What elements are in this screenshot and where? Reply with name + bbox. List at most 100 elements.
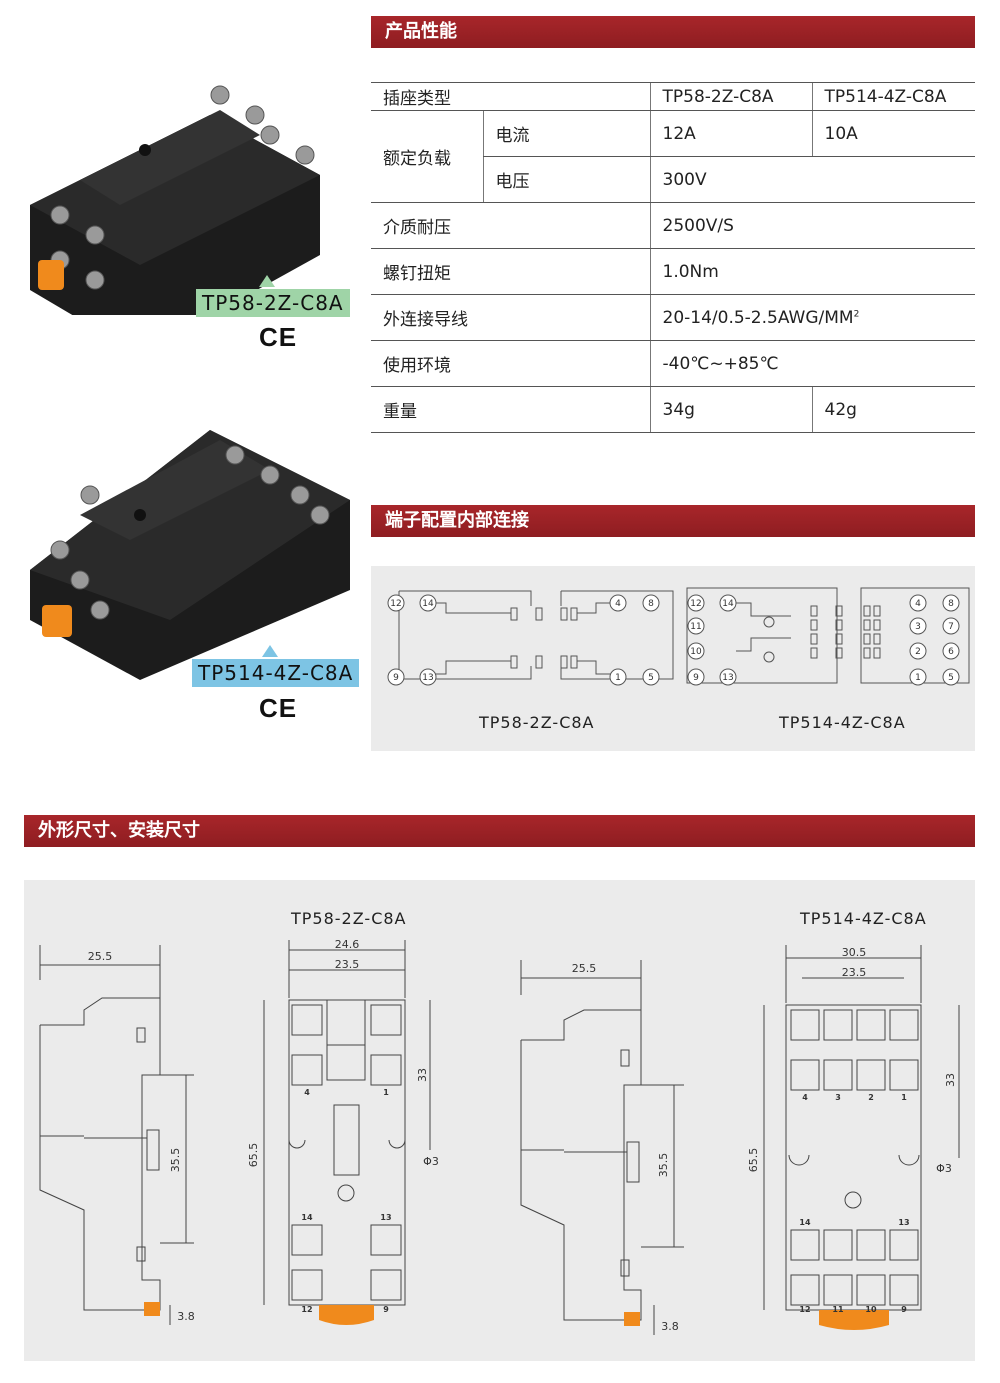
weight-b: 42g bbox=[811, 386, 975, 433]
pin-b-12: 12 bbox=[690, 599, 701, 609]
pin-a-1: 1 bbox=[615, 673, 621, 683]
wiring-diagrams: 12 14 4 8 9 13 1 5 12 14 11 10 9 13 4 8 … bbox=[387, 587, 970, 686]
pin-a-14: 14 bbox=[422, 599, 434, 609]
term-a-14: 14 bbox=[301, 1213, 313, 1222]
model-tag-a: TP58-2Z-C8A bbox=[196, 289, 350, 317]
pin-b-3: 3 bbox=[915, 622, 921, 632]
dim-b-side-height: 35.5 bbox=[657, 1153, 670, 1178]
dielectric-label: 介质耐压 bbox=[371, 202, 650, 249]
spec-table: 插座类型 TP58-2Z-C8A TP514-4Z-C8A 额定负载 电流 12… bbox=[371, 82, 975, 433]
product-image-tp514 bbox=[30, 430, 350, 680]
term-b-11: 11 bbox=[832, 1305, 844, 1314]
weight-a: 34g bbox=[649, 386, 812, 433]
tag-a-pointer bbox=[259, 275, 275, 287]
dimension-drawings: 25.5 35.5 3.8 24.6 23.5 65.5 33 Φ3 25.5 … bbox=[39, 938, 960, 1335]
dim-b-height: 65.5 bbox=[747, 1148, 760, 1173]
dim-a-outer: 24.6 bbox=[335, 938, 360, 951]
dim-a-side-width: 25.5 bbox=[88, 950, 113, 963]
current-b: 10A bbox=[811, 110, 975, 157]
pin-a-5: 5 bbox=[648, 673, 654, 683]
term-b-9: 9 bbox=[901, 1305, 907, 1314]
spec-row-dielectric: 介质耐压 2500V/S bbox=[371, 202, 975, 249]
wiring-panel: 12 14 4 8 9 13 1 5 12 14 11 10 9 13 4 8 … bbox=[371, 566, 975, 751]
weight-label: 重量 bbox=[371, 386, 650, 433]
env-value: -40℃~+85℃ bbox=[649, 340, 975, 387]
spec-row-env: 使用环境 -40℃~+85℃ bbox=[371, 340, 975, 387]
pin-b-13: 13 bbox=[722, 673, 733, 683]
spec-header-row: 插座类型 TP58-2Z-C8A TP514-4Z-C8A bbox=[371, 82, 975, 111]
spec-row-weight: 重量 34g 42g bbox=[371, 386, 975, 433]
dim-title-b: TP514-4Z-C8A bbox=[800, 909, 927, 928]
dim-a-rail: 3.8 bbox=[177, 1310, 195, 1323]
dim-b-span: 33 bbox=[944, 1073, 957, 1087]
pin-b-7: 7 bbox=[948, 622, 954, 632]
pin-b-4: 4 bbox=[915, 599, 921, 609]
term-b-4: 4 bbox=[802, 1093, 808, 1102]
pin-b-9: 9 bbox=[693, 673, 699, 683]
dim-a-inner: 23.5 bbox=[335, 958, 360, 971]
wire-sup: 2 bbox=[853, 308, 860, 319]
header-model-b: TP514-4Z-C8A bbox=[811, 82, 975, 111]
dim-b-outer: 30.5 bbox=[842, 946, 867, 959]
voltage-label: 电压 bbox=[482, 156, 650, 203]
wire-value: 20-14/0.5-2.5AWG/MM bbox=[662, 307, 854, 328]
env-label: 使用环境 bbox=[371, 340, 650, 387]
wiring-label-b: TP514-4Z-C8A bbox=[779, 713, 906, 732]
term-b-12: 12 bbox=[799, 1305, 810, 1314]
pin-b-8: 8 bbox=[948, 599, 954, 609]
dim-b-rail: 3.8 bbox=[661, 1320, 679, 1333]
dim-a-height: 65.5 bbox=[247, 1143, 260, 1168]
current-label: 电流 bbox=[482, 110, 650, 157]
pin-b-11: 11 bbox=[690, 622, 701, 632]
section-terminal: 端子配置内部连接 bbox=[371, 505, 975, 537]
pin-b-14: 14 bbox=[722, 599, 734, 609]
wire-label: 外连接导线 bbox=[371, 294, 650, 341]
header-model-a: TP58-2Z-C8A bbox=[649, 82, 812, 111]
term-b-1: 1 bbox=[901, 1093, 907, 1102]
term-b-3: 3 bbox=[835, 1093, 841, 1102]
term-b-14: 14 bbox=[799, 1218, 811, 1227]
term-b-2: 2 bbox=[868, 1093, 874, 1102]
pin-b-6: 6 bbox=[948, 647, 954, 657]
dim-a-side-height: 35.5 bbox=[169, 1148, 182, 1173]
pin-a-4: 4 bbox=[615, 599, 621, 609]
section-dimensions: 外形尺寸、安装尺寸 bbox=[24, 815, 975, 847]
pin-a-12: 12 bbox=[390, 599, 401, 609]
voltage-value: 300V bbox=[649, 156, 975, 203]
current-a: 12A bbox=[649, 110, 812, 157]
dim-title-a: TP58-2Z-C8A bbox=[291, 909, 407, 928]
spec-row-current: 额定负载 电流 12A 10A bbox=[371, 110, 975, 203]
term-a-12: 12 bbox=[301, 1305, 312, 1314]
pin-b-1: 1 bbox=[915, 673, 921, 683]
torque-value: 1.0Nm bbox=[649, 248, 975, 295]
term-a-13: 13 bbox=[380, 1213, 391, 1222]
pin-b-5: 5 bbox=[948, 673, 954, 683]
torque-label: 螺钉扭矩 bbox=[371, 248, 650, 295]
pin-b-2: 2 bbox=[915, 647, 921, 657]
section-performance: 产品性能 bbox=[371, 16, 975, 48]
header-socket-type: 插座类型 bbox=[371, 82, 650, 111]
pin-a-8: 8 bbox=[648, 599, 654, 609]
spec-row-voltage: 电压 300V bbox=[371, 156, 975, 203]
dim-b-inner: 23.5 bbox=[842, 966, 867, 979]
dim-b-hole: Φ3 bbox=[936, 1162, 952, 1175]
dim-a-span: 33 bbox=[416, 1068, 429, 1082]
term-a-1: 1 bbox=[383, 1088, 389, 1097]
ce-mark-a: CE bbox=[259, 322, 298, 352]
rated-load-label: 额定负载 bbox=[371, 110, 483, 203]
dielectric-value: 2500V/S bbox=[649, 202, 975, 249]
model-tag-b: TP514-4Z-C8A bbox=[192, 659, 360, 687]
term-b-10: 10 bbox=[865, 1305, 877, 1314]
pin-a-9: 9 bbox=[393, 673, 399, 683]
pin-b-10: 10 bbox=[690, 647, 702, 657]
tag-b-pointer bbox=[262, 645, 278, 657]
spec-row-torque: 螺钉扭矩 1.0Nm bbox=[371, 248, 975, 295]
wiring-label-a: TP58-2Z-C8A bbox=[479, 713, 595, 732]
dimensions-panel: TP58-2Z-C8A TP514-4Z-C8A bbox=[24, 880, 975, 1361]
wire-value-cell: 20-14/0.5-2.5AWG/MM2 bbox=[649, 294, 975, 341]
dim-a-hole: Φ3 bbox=[423, 1155, 439, 1168]
product-image-tp58 bbox=[30, 85, 320, 315]
spec-row-wire: 外连接导线 20-14/0.5-2.5AWG/MM2 bbox=[371, 294, 975, 341]
dim-b-side-width: 25.5 bbox=[572, 962, 597, 975]
pin-a-13: 13 bbox=[422, 673, 433, 683]
